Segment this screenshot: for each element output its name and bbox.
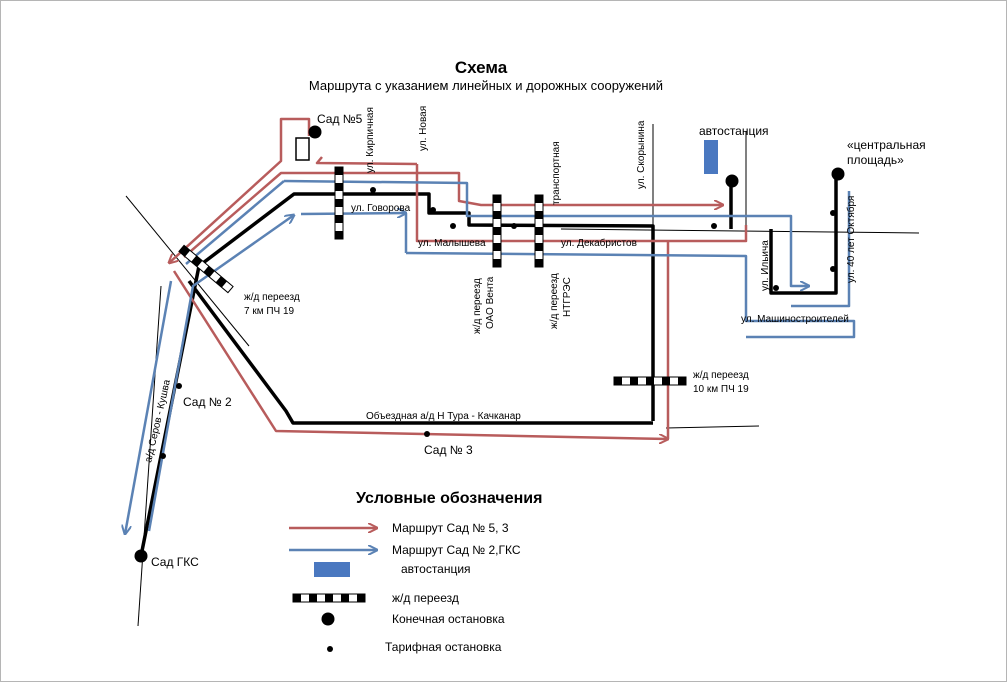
crossing-label-10km-line1: ж/д переезд — [693, 370, 749, 381]
legend-fare-stop-swatch — [327, 646, 333, 652]
street-label-mashinostroiteley: ул. Машиностроителей — [741, 314, 849, 325]
main-road — [139, 174, 838, 557]
route-red — [169, 117, 748, 439]
crossing-label-10km-line2: 10 км ПЧ 19 — [693, 384, 749, 395]
street-label-obezdnaya: Объездная а/д Н Тура - Качканар — [366, 410, 521, 422]
bus-station-marker — [704, 140, 718, 174]
street-label-ilyicha: ул. Ильича — [760, 240, 771, 291]
crossing-label-venta-line1: ж/д переезд — [472, 278, 483, 334]
terminal-stops — [134, 125, 845, 563]
stop-label-central-square-2: площадь» — [847, 153, 904, 167]
building-box — [295, 137, 310, 161]
legend-fare-stop-label: Тарифная остановка — [385, 640, 502, 654]
stop-label-central-square-1: «центральная — [847, 138, 926, 152]
legend-bus-station-label: автостанция — [401, 562, 471, 576]
stop-label-sad5: Сад №5 — [317, 112, 363, 126]
legend-crossing-swatch — [292, 593, 366, 603]
page-subtitle: Маршрута с указанием линейных и дорожных… — [309, 78, 663, 93]
stop-label-sad2: Сад № 2 — [183, 395, 232, 409]
stop-label-bus-station: автостанция — [699, 124, 769, 138]
street-label-oktyabrya: ул. 40 лет Октября — [845, 196, 857, 283]
legend-bus-station-swatch — [314, 562, 350, 577]
stop-label-sad3: Сад № 3 — [424, 443, 473, 457]
street-label-transportnaya: транспортная — [551, 141, 562, 205]
railway-crossings — [178, 166, 687, 386]
crossing-label-ntgres-line1: ж/д переезд — [549, 273, 560, 329]
legend-crossing-label: ж/д переезд — [392, 591, 459, 605]
street-label-malysheva: ул. Малышева — [418, 238, 486, 249]
legend: Условные обозначения Маршрут Сад № 5, 3 … — [289, 490, 542, 654]
crossing-label-7km-line2: 7 км ПЧ 19 — [244, 306, 295, 317]
stop-label-sad-gks: Сад ГКС — [151, 555, 199, 569]
street-label-kirpichnaya: ул. Кирпичная — [365, 107, 376, 173]
street-label-dekabristov: ул. Декабристов — [561, 237, 637, 249]
legend-title: Условные обозначения — [356, 490, 542, 507]
legend-terminal-stop-label: Конечная остановка — [392, 612, 505, 626]
legend-route-blue-label: Маршрут Сад № 2,ГКС — [392, 543, 521, 557]
reference-lines — [125, 124, 920, 627]
route-blue — [125, 179, 856, 534]
street-label-govorova: ул. Говорова — [351, 203, 411, 214]
street-label-novaya: ул. Новая — [418, 106, 429, 151]
fare-stops — [160, 187, 836, 459]
crossing-label-venta-line2: ОАО Вента — [485, 276, 496, 329]
crossing-label-ntgres-line2: НТГРЭС — [562, 277, 573, 317]
legend-route-red-label: Маршрут Сад № 5, 3 — [392, 521, 509, 535]
page-title: Схема — [455, 58, 508, 77]
legend-terminal-stop-swatch — [321, 612, 335, 626]
crossing-label-7km-line1: ж/д переезд — [244, 292, 300, 303]
street-label-skorynina: ул. Скорынина — [636, 120, 647, 189]
